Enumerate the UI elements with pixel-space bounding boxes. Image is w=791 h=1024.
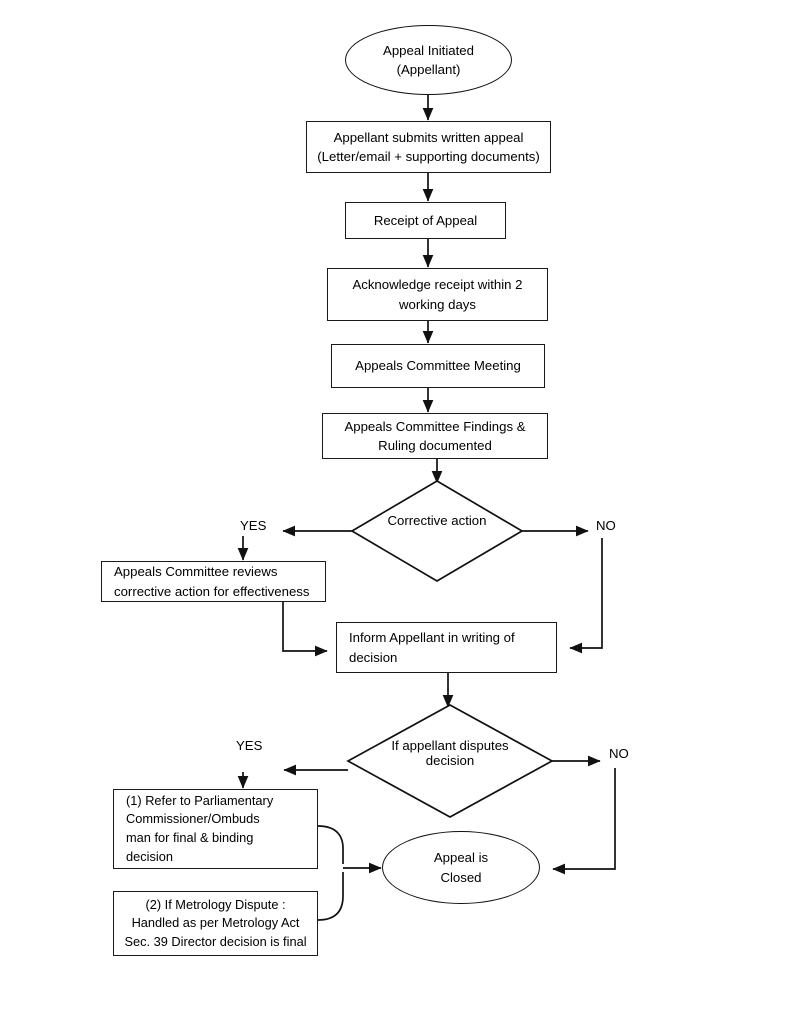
node-findings-documented[interactable]: Appeals Committee Findings & Ruling docu… <box>322 413 548 459</box>
node-committee-meeting[interactable]: Appeals Committee Meeting <box>331 344 545 388</box>
label-disputes-no-text: NO <box>609 746 629 761</box>
node-appeal-initiated[interactable]: Appeal Initiated (Appellant) <box>345 25 512 95</box>
label-disputes-yes-text: YES <box>236 738 263 753</box>
node-disputes-shape[interactable] <box>346 703 554 819</box>
node-inform-appellant[interactable]: Inform Appellant in writing of decision <box>336 622 557 673</box>
label-corrective-no-text: NO <box>596 518 616 533</box>
node-inform-appellant-text: Inform Appellant in writing of decision <box>349 630 515 665</box>
node-acknowledge-receipt-text: Acknowledge receipt within 2 working day… <box>352 277 523 312</box>
node-appeal-closed[interactable]: Appeal is Closed <box>382 831 540 904</box>
node-committee-meeting-text: Appeals Committee Meeting <box>355 358 521 374</box>
node-receipt-of-appeal[interactable]: Receipt of Appeal <box>345 202 506 239</box>
node-submit-appeal[interactable]: Appellant submits written appeal (Letter… <box>306 121 551 173</box>
label-disputes-yes: YES <box>236 738 262 753</box>
node-refer-ombudsman[interactable]: (1) Refer to Parliamentary Commissioner/… <box>113 789 318 869</box>
edge-no-down-to-closed <box>552 768 616 875</box>
edge-refer-to-closed <box>317 825 344 864</box>
edge-no-down-to-inform <box>569 538 603 654</box>
edge-reviews-to-inform <box>282 601 328 657</box>
node-refer-ombudsman-text: (1) Refer to Parliamentary Commissioner/… <box>126 792 274 864</box>
node-submit-appeal-text: Appellant submits written appeal (Letter… <box>317 129 540 164</box>
edge-metrology-to-closed <box>317 872 344 921</box>
node-metrology-dispute-text: (2) If Metrology Dispute : Handled as pe… <box>124 896 307 949</box>
node-metrology-dispute[interactable]: (2) If Metrology Dispute : Handled as pe… <box>113 891 318 956</box>
node-receipt-of-appeal-text: Receipt of Appeal <box>373 212 478 228</box>
label-corrective-no: NO <box>596 518 616 533</box>
label-corrective-yes-text: YES <box>240 518 267 533</box>
node-corrective-action-label: Corrective action <box>370 513 504 528</box>
node-appeal-closed-text: Appeal is Closed <box>433 850 489 885</box>
node-acknowledge-receipt[interactable]: Acknowledge receipt within 2 working day… <box>327 268 548 321</box>
node-findings-documented-text: Appeals Committee Findings & Ruling docu… <box>344 418 526 453</box>
node-corrective-action-text: Corrective action <box>387 513 487 528</box>
node-committee-reviews[interactable]: Appeals Committee reviews corrective act… <box>101 561 326 602</box>
node-appeal-initiated-text: Appeal Initiated (Appellant) <box>383 42 474 77</box>
node-disputes-label: If appellant disputes decision <box>380 738 520 768</box>
label-corrective-yes: YES <box>240 518 266 533</box>
label-disputes-no: NO <box>609 746 629 761</box>
node-disputes-text: If appellant disputes decision <box>391 738 509 768</box>
node-committee-reviews-text: Appeals Committee reviews corrective act… <box>114 564 310 599</box>
node-corrective-action-shape[interactable] <box>350 479 524 583</box>
